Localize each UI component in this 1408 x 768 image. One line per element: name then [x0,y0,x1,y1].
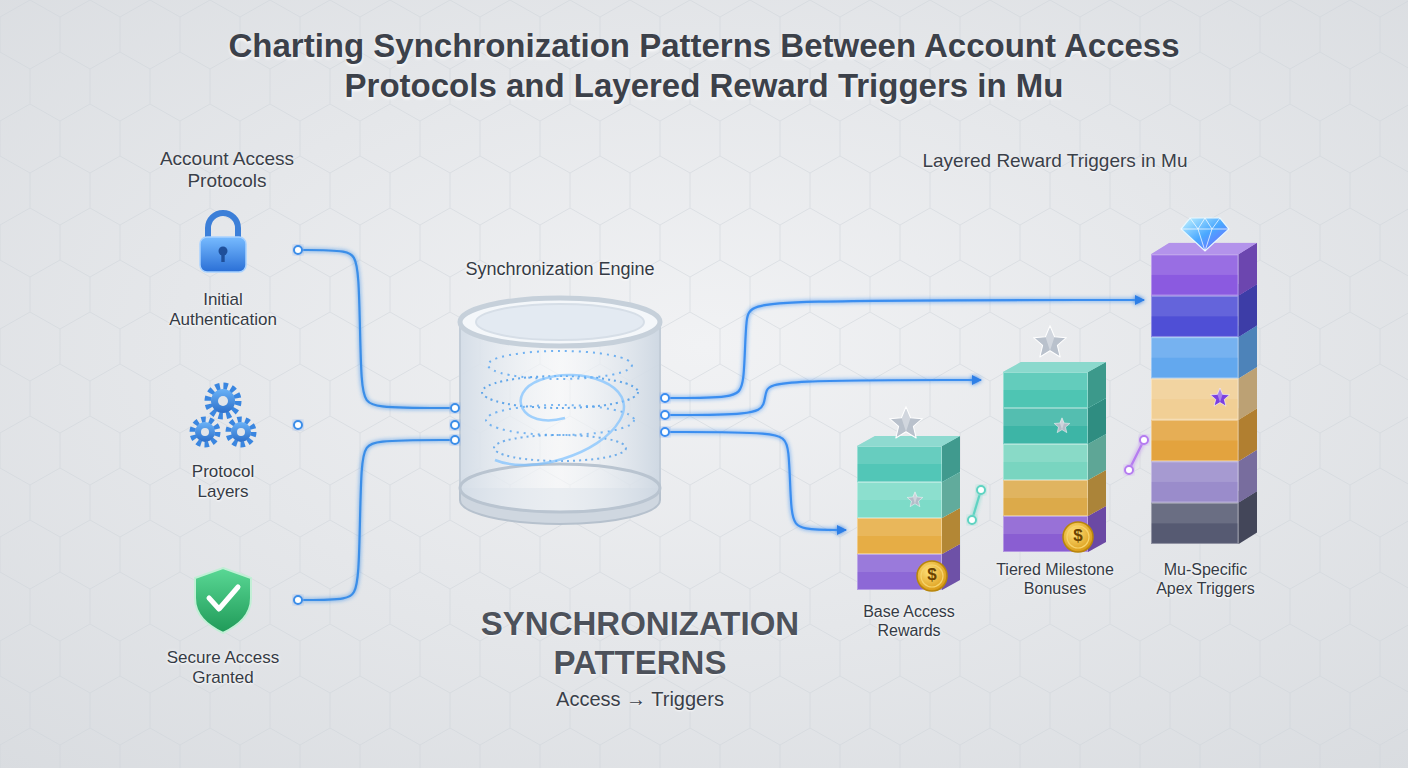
connector-dot [294,246,302,254]
connector [222,506,224,548]
base-reward-stack-part [857,436,960,482]
connector [298,250,455,408]
access-step: Protocol Layers [148,372,298,506]
connector-dot [661,411,669,419]
engine-cylinder-part [460,298,660,346]
reward-stack: Tiered Milestone Bonuses [981,315,1129,603]
diagram-title: Charting Synchronization Patterns Betwee… [154,26,1254,107]
node-label: Synchronization Engine [465,259,654,280]
pattern-caption: SYNCHRONIZATION PATTERNS [445,605,835,683]
group-heading: Account Access Protocols [137,148,317,193]
coin-symbol: $ [917,565,947,585]
gears-icon [193,386,254,445]
apex-reward-stack-part [1181,218,1229,251]
gears-icon-part [201,428,209,436]
connector-dot [451,421,459,429]
node-label: Secure Access Granted [156,648,291,688]
apex-reward-stack [1151,218,1257,544]
base-reward-stack-part [890,407,923,438]
base-reward-stack-part [917,561,947,591]
group-heading: Layered Reward Triggers in Mu [865,150,1245,172]
lock-icon [200,213,246,272]
connector [298,424,455,426]
tiered-reward-stack-part [1063,522,1093,552]
node-label: Protocol Layers [173,462,273,502]
connector-dot [294,596,302,604]
engine-cylinder-part [460,464,660,512]
engine-cylinder-part [476,304,644,340]
gears-icon-part [208,386,238,416]
connector-dot [968,516,976,524]
shield-icon-part [209,587,238,609]
shield-icon [195,568,251,633]
gears-icon-part [237,428,245,436]
connector-dot [1125,466,1133,474]
gears-icon-part [229,420,254,445]
connectors [223,250,1144,600]
access-step: Initial Authentication [148,212,298,334]
connector-dot [1140,436,1148,444]
connector-dot [451,404,459,412]
sync-engine: Synchronization Engine [455,255,665,520]
gears-icon-part [193,420,218,445]
engine-cylinder-part [460,322,660,512]
reward-stack: Base Access Rewards [846,405,972,645]
connector [222,334,224,372]
connector-dot [451,436,459,444]
tiered-reward-stack-part [1003,362,1106,408]
tiered-reward-stack-part [1054,418,1070,433]
shield-icon-part [195,568,251,633]
engine-cylinder-part [494,435,626,461]
lock-icon-part [208,213,238,240]
connector [665,432,846,530]
node-label: Initial Authentication [161,290,286,330]
connector [665,300,1144,398]
base-reward-stack-part [907,492,923,507]
gears-icon-part [231,422,251,442]
reward-stack: Mu-Specific Apex Triggers [1144,205,1267,603]
connector-dot [661,428,669,436]
coin-symbol: $ [1063,526,1093,546]
engine-cylinder-part [495,375,624,465]
tiered-reward-stack [1003,326,1106,552]
gears-icon-part [195,422,215,442]
tiered-reward-stack-part [1034,326,1067,357]
connector-dot [294,421,302,429]
gears-icon-part [211,389,235,413]
apex-reward-stack-part [1181,218,1229,251]
lock-icon-part [200,237,246,272]
node-label: Mu-Specific Apex Triggers [1148,561,1263,599]
engine-cylinder [460,298,660,524]
lock-icon-part [221,252,224,262]
access-step: Secure Access Granted [148,548,298,692]
gears-icon-part [218,396,228,406]
node-label: Tiered Milestone Bonuses [985,561,1125,599]
connector-dots [294,246,1148,604]
connector-dot [661,394,669,402]
connector-dot [977,486,985,494]
engine-cylinder-part [482,376,638,408]
apex-reward-stack-part [1210,388,1229,406]
connector [298,440,455,600]
base-reward-stack [857,407,960,591]
connector [1129,440,1144,470]
pattern-subtitle: Access → Triggers [490,688,790,712]
node-label: Base Access Rewards [850,603,968,641]
